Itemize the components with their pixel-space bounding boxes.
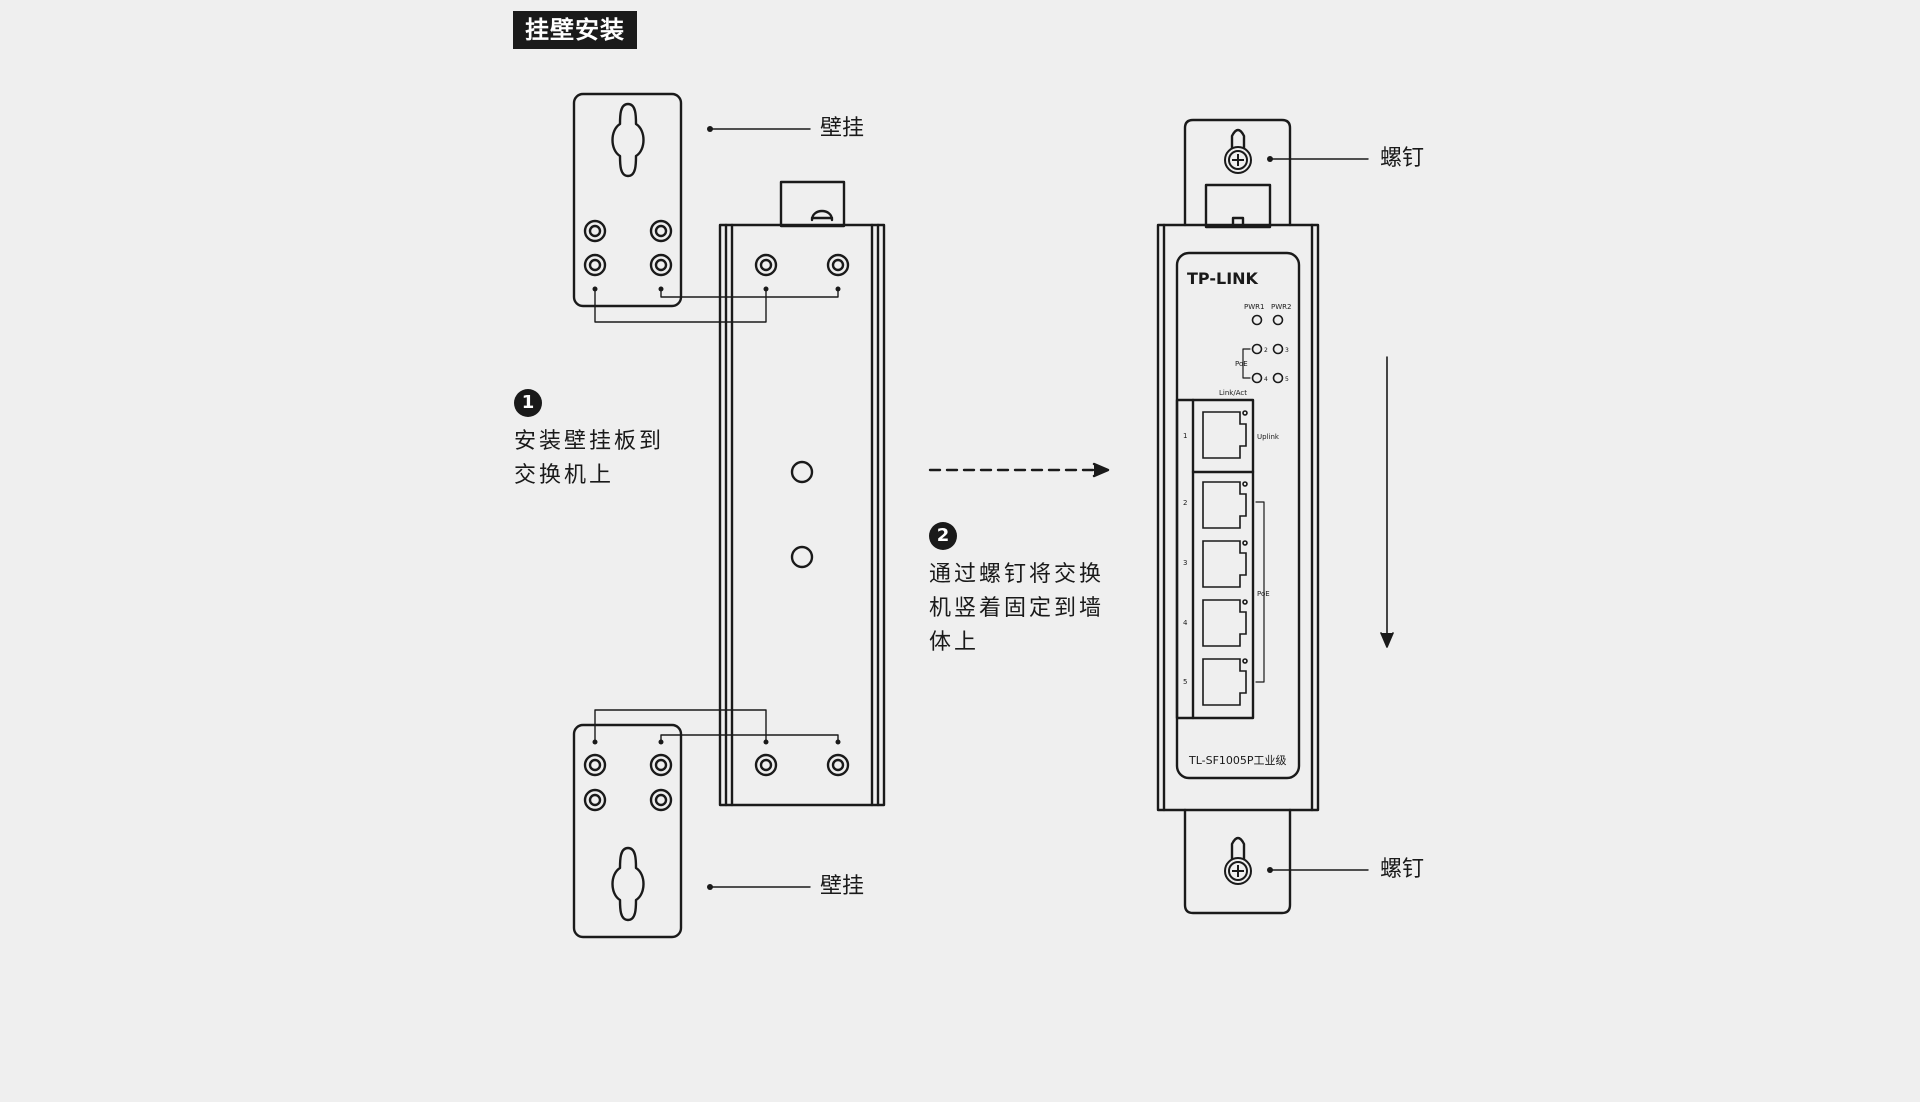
step-1-text: 安装壁挂板到 交换机上 <box>514 425 664 493</box>
keyhole-icon <box>611 102 645 178</box>
screw-icon <box>1224 146 1252 174</box>
model-label: TL-SF1005P工业级 <box>1188 754 1287 767</box>
keyhole-icon <box>611 846 645 922</box>
port-number-1: 1 <box>1183 432 1187 440</box>
port-number-3: 3 <box>1183 559 1187 567</box>
poe-led-label: PoE <box>1235 360 1248 368</box>
led-port-3: 3 <box>1285 347 1289 354</box>
switch-rear-body <box>718 180 886 807</box>
led-label-pwr1: PWR1 <box>1244 303 1264 311</box>
step-2-line-1: 通过螺钉将交换 <box>929 562 1105 587</box>
rj45-ports <box>1202 410 1248 706</box>
port-number-4: 4 <box>1183 619 1188 627</box>
uplink-label: Uplink <box>1257 433 1280 441</box>
step-2-line-2: 机竖着固定到墙 <box>929 596 1105 621</box>
top-wall-bracket <box>572 92 683 308</box>
wall-mount-label-bottom: 壁挂 <box>820 874 865 899</box>
port-number-5: 5 <box>1183 678 1187 686</box>
step-1-line-2: 交换机上 <box>514 463 615 488</box>
brand-logo: TP-LINK <box>1187 269 1259 288</box>
screw-label-bottom: 螺钉 <box>1380 857 1425 882</box>
step-2-line-3: 体上 <box>929 630 980 655</box>
bottom-wall-bracket <box>572 723 683 939</box>
link-act-label: Link/Act <box>1219 389 1247 397</box>
led-port-4: 4 <box>1264 376 1268 383</box>
step-1-number: 1 <box>514 389 542 417</box>
led-port-2: 2 <box>1264 347 1268 354</box>
wall-mount-label-top: 壁挂 <box>820 116 865 141</box>
step-2-number: 2 <box>929 522 957 550</box>
page-title: 挂壁安装 <box>513 11 637 49</box>
top-alignment-lines <box>594 288 839 323</box>
switch-front <box>1156 118 1320 915</box>
led-port-5: 5 <box>1285 376 1289 383</box>
step-2-text: 通过螺钉将交换 机竖着固定到墙 体上 <box>929 558 1104 660</box>
bottom-alignment-lines <box>594 709 839 743</box>
led-label-pwr2: PWR2 <box>1271 303 1291 311</box>
screw-label-top: 螺钉 <box>1380 146 1425 171</box>
screw-icon <box>1224 857 1252 885</box>
port-number-2: 2 <box>1183 499 1187 507</box>
poe-group-label: PoE <box>1257 590 1270 598</box>
step-1-line-1: 安装壁挂板到 <box>514 429 665 454</box>
